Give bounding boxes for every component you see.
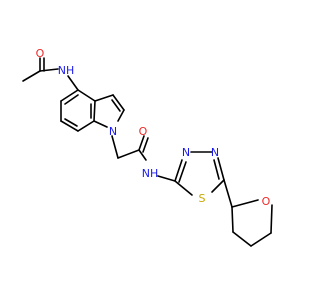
indole-pyrrole-ring xyxy=(93,94,125,128)
atom-label-amide-oxygen: O xyxy=(139,125,148,138)
atom-label-thf-oxygen: O xyxy=(262,195,271,208)
molecule-diagram: O NH N O NH N N S O xyxy=(0,0,300,300)
atom-label-thiadiazole-s: S xyxy=(199,192,206,205)
indole-benzene-ring xyxy=(60,89,96,132)
thiadiazole-ring xyxy=(174,151,225,196)
atom-label-amide-nh: NH xyxy=(142,167,159,180)
atom-label-thiadiazole-n4: N xyxy=(211,146,219,159)
tetrahydrofuran-ring xyxy=(223,179,273,247)
atom-label-acetyl-oxygen: O xyxy=(36,47,45,60)
atom-label-thiadiazole-n3: N xyxy=(182,146,190,159)
acetamide-linker xyxy=(111,135,176,182)
background xyxy=(0,0,300,300)
acetamide-group xyxy=(22,57,79,91)
atom-label-indole-n: N xyxy=(109,125,117,138)
molecule-structure: O NH N O NH N N S O xyxy=(0,0,300,300)
atom-label-acetamide-nh: NH xyxy=(58,64,75,77)
